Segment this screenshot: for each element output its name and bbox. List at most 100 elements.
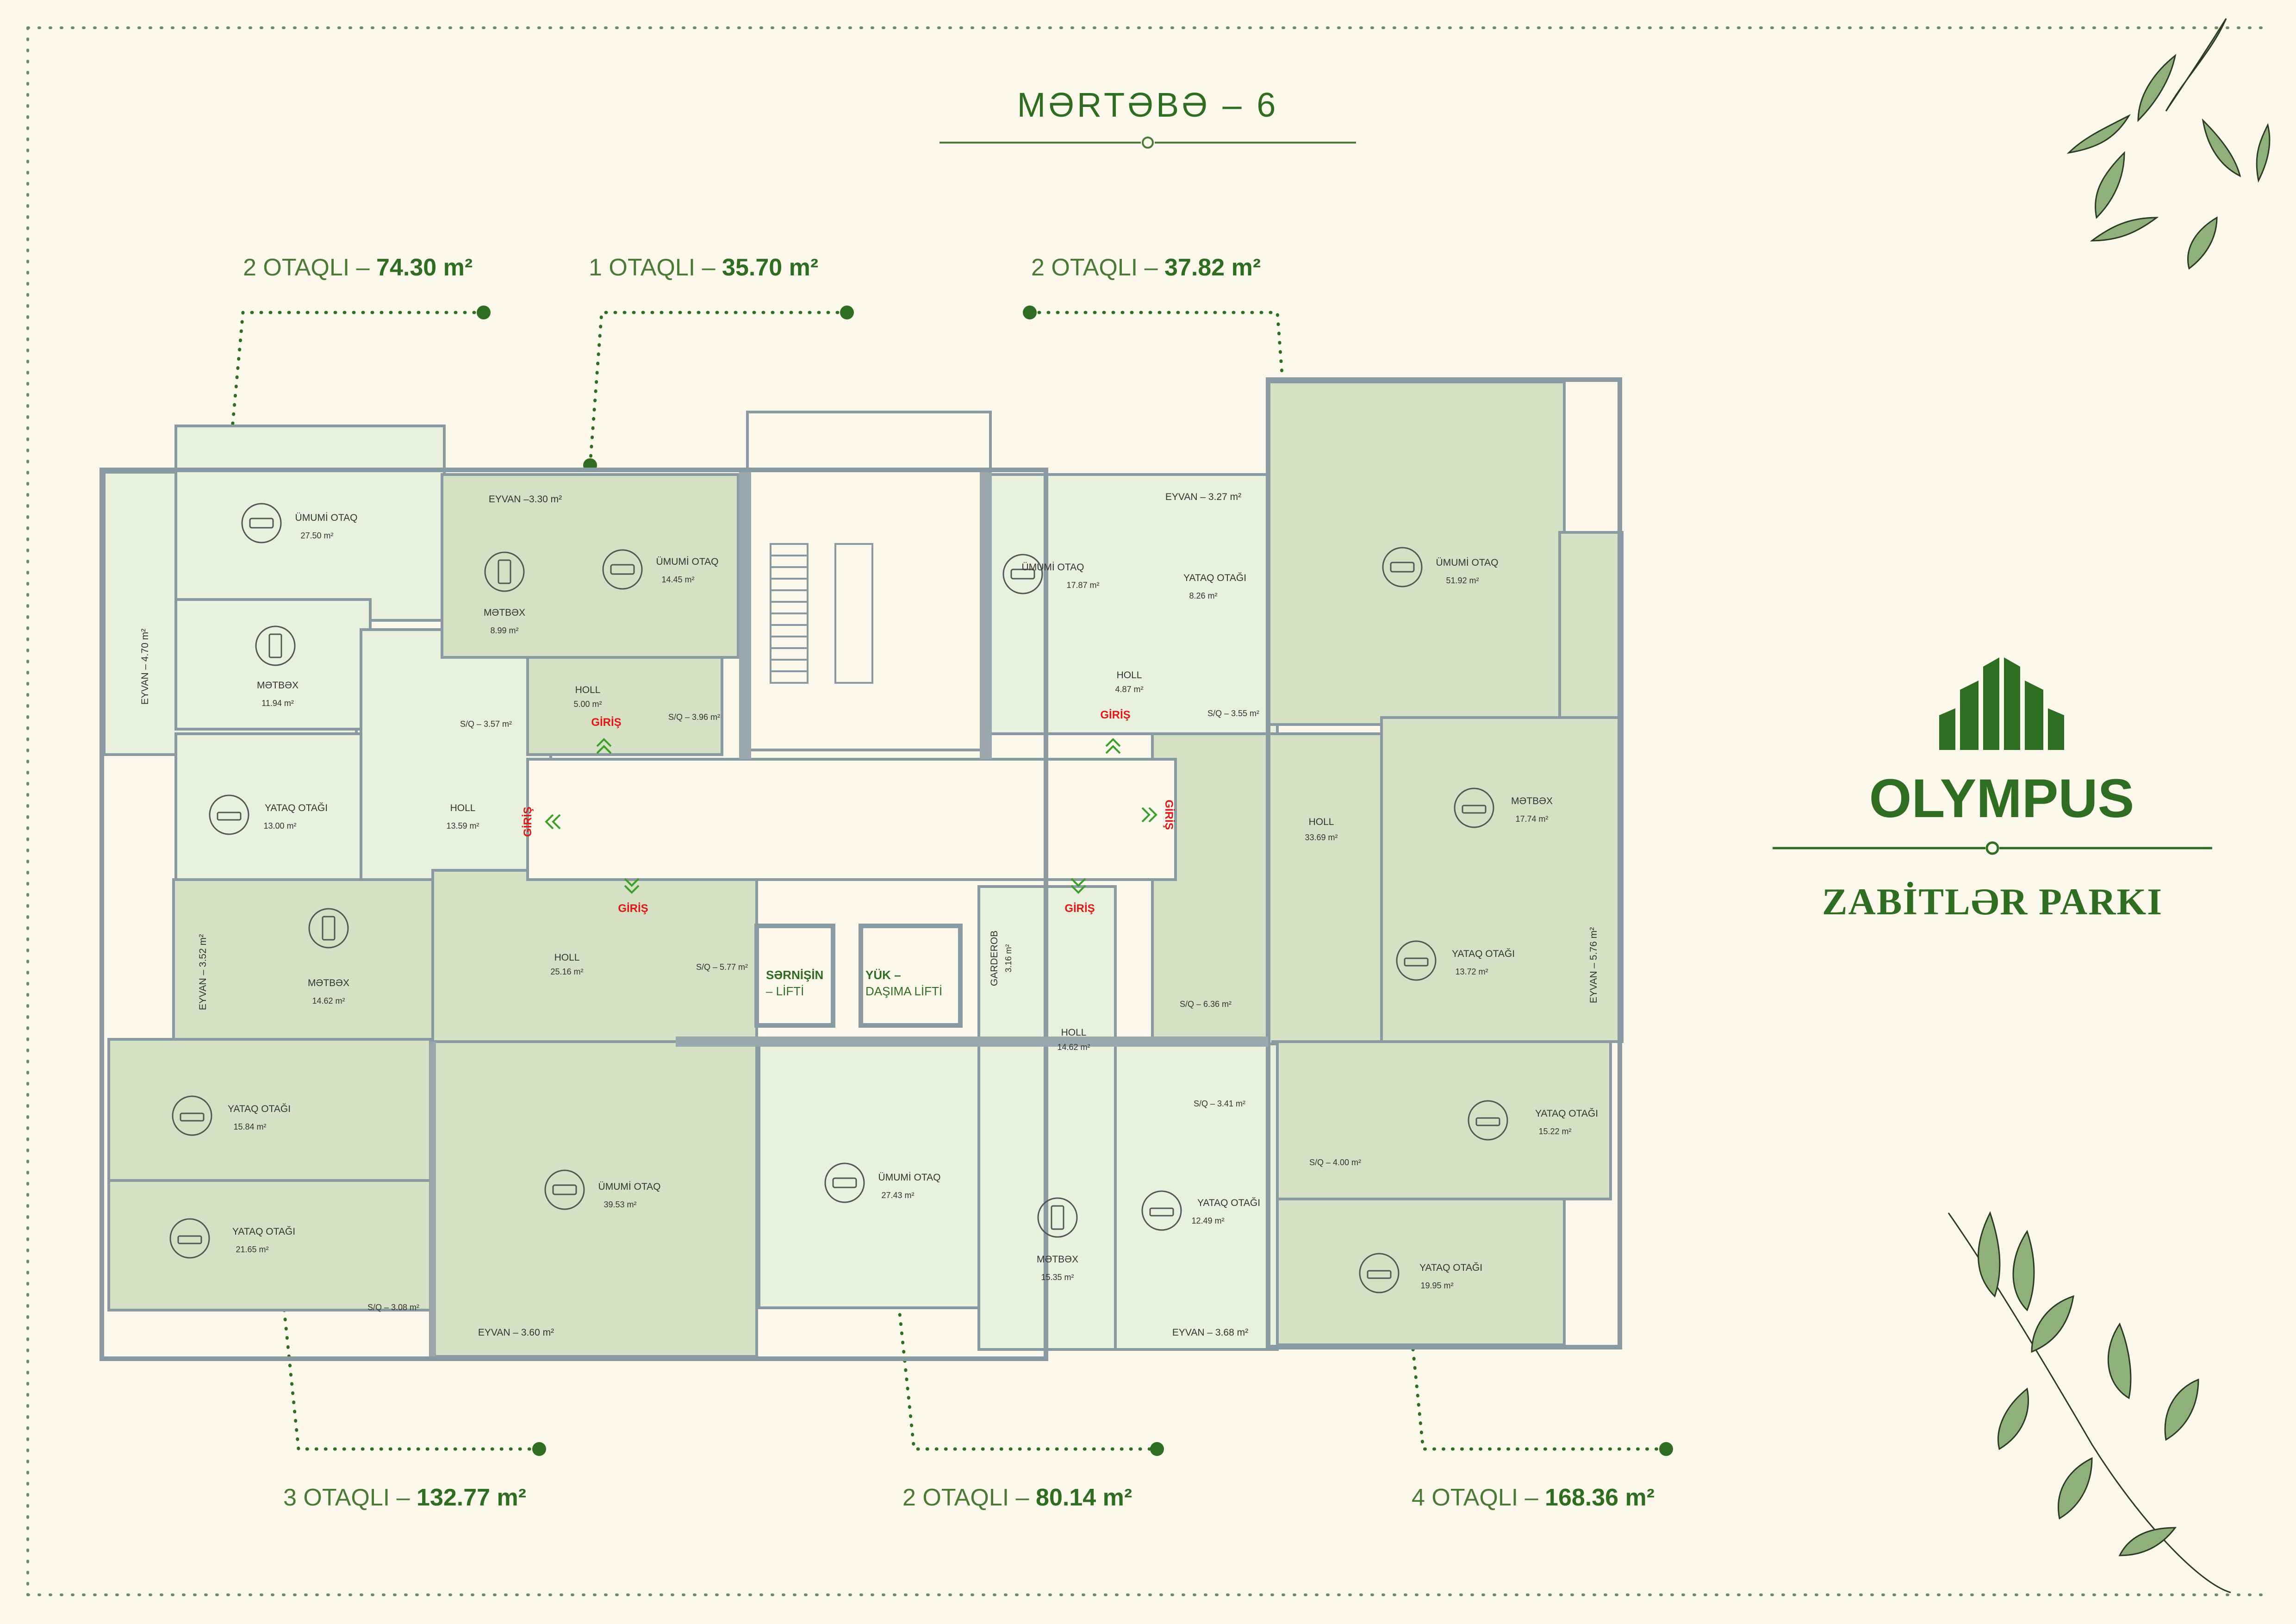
room-name: YATAQ OTAĞI <box>1183 573 1246 583</box>
room-name: ÜMUMİ OTAQ <box>1022 562 1084 573</box>
leaf-decoration-bottom <box>1948 1211 2231 1593</box>
brand-name: OLYMPUS <box>1869 768 2134 829</box>
room-name: EYVAN –3.30 m² <box>489 494 562 505</box>
room-name: S/Q – 3.96 m² <box>668 712 720 722</box>
bed-icon <box>169 1218 210 1259</box>
plan-rooms <box>103 381 1624 1358</box>
room-area: 17.87 m² <box>1066 581 1099 590</box>
room-name: ÜMUMİ OTAQ <box>1436 557 1499 568</box>
leaf-decoration-top <box>2066 18 2271 270</box>
title-underline <box>940 137 1356 149</box>
apartment-label-3: 2 OTAQLI – 37.82 m² <box>1031 254 1261 281</box>
room-area: 8.99 m² <box>490 626 518 635</box>
sofa-icon <box>544 1169 585 1210</box>
apartment-label-2: 1 OTAQLI – 35.70 m² <box>589 254 818 281</box>
room-name: EYVAN – 4.70 m² <box>140 629 150 705</box>
passenger-lift-label-2: – LİFTİ <box>766 984 804 998</box>
room-area: 5.00 m² <box>573 700 602 709</box>
room-name: S/Q – 6.36 m² <box>1180 999 1232 1009</box>
olympus-logo-icon <box>1939 657 2064 750</box>
room-name: EYVAN – 3.68 m² <box>1172 1327 1248 1338</box>
apartment-label-5: 2 OTAQLI – 80.14 m² <box>902 1484 1132 1511</box>
room-name: EYVAN – 5.76 m² <box>1588 927 1599 1003</box>
room-name: HOLL <box>1117 670 1142 681</box>
plan-walls <box>100 377 1622 1361</box>
room-name: S/Q – 3.41 m² <box>1194 1099 1245 1108</box>
room-area: 13.59 m² <box>446 821 479 831</box>
room-area: 51.92 m² <box>1446 576 1479 585</box>
room-name: MƏTBƏX <box>484 607 525 618</box>
fridge-icon <box>1037 1197 1078 1238</box>
sofa-icon <box>602 549 643 590</box>
room-name: GARDEROB <box>989 931 1000 986</box>
room-name: ÜMUMİ OTAQ <box>295 512 358 523</box>
sofa-icon <box>241 503 282 543</box>
room-name: YATAQ OTAĞI <box>228 1104 291 1114</box>
room-name: MƏTBƏX <box>1511 796 1553 806</box>
project-name: ZABİTLƏR PARKI <box>1822 881 2163 923</box>
bed-icon <box>1396 940 1437 981</box>
room-name: YATAQ OTAĞI <box>232 1226 295 1237</box>
room-area: 15.84 m² <box>233 1122 266 1131</box>
room-name: S/Q – 4.00 m² <box>1309 1158 1361 1167</box>
room-area: 14.62 m² <box>312 996 345 1006</box>
room-name: HOLL <box>554 952 580 963</box>
apartment-label-6: 4 OTAQLI – 168.36 m² <box>1412 1484 1655 1511</box>
entrance-label: GİRİŞ <box>522 806 534 837</box>
room-name: HOLL <box>1061 1027 1087 1038</box>
entrance-labels: GİRİŞ GİRİŞ GİRİŞ GİRİŞ GİRİŞ GİRİŞ <box>522 709 1175 915</box>
room-area: 4.87 m² <box>1115 685 1143 694</box>
room-area: 12.49 m² <box>1191 1216 1224 1225</box>
entrance-label: GİRİŞ <box>618 902 648 915</box>
freight-lift-label-2: DAŞIMA LİFTİ <box>865 984 942 998</box>
room-area: 3.16 m² <box>1004 944 1013 972</box>
fridge-icon <box>484 551 525 592</box>
room-area: 15.22 m² <box>1538 1127 1571 1136</box>
room-name: EYVAN – 3.52 m² <box>198 934 208 1010</box>
entrance-arrows <box>545 738 1157 894</box>
room-name: MƏTBƏX <box>257 680 299 691</box>
entrance-label: GİRİŞ <box>1064 902 1095 915</box>
bed-icon <box>209 794 249 835</box>
room-name: S/Q – 5.77 m² <box>696 962 748 972</box>
room-area: 19.95 m² <box>1420 1281 1453 1290</box>
entrance-label: GİRİŞ <box>591 716 621 729</box>
room-area: 27.50 m² <box>300 531 333 540</box>
room-name: S/Q – 3.55 m² <box>1207 709 1259 718</box>
room-area: 17.74 m² <box>1515 814 1548 824</box>
brand-divider <box>1773 841 2212 855</box>
room-name: EYVAN – 3.27 m² <box>1165 492 1241 502</box>
room-name: YATAQ OTAĞI <box>1419 1262 1482 1273</box>
entrance-label: GİRİŞ <box>1163 800 1175 830</box>
room-labels: ÜMUMİ OTAQ 27.50 m² MƏTBƏX 11.94 m² YATAQ … <box>140 492 1599 1338</box>
room-area: 27.43 m² <box>881 1191 914 1200</box>
room-name: HOLL <box>575 685 601 695</box>
room-area: 11.94 m² <box>261 699 294 708</box>
room-name: HOLL <box>1309 817 1334 827</box>
page-border <box>26 26 2269 1596</box>
leader-lines <box>227 311 1668 1451</box>
room-area: 25.16 m² <box>550 967 583 976</box>
room-name: HOLL <box>450 803 476 813</box>
room-name: YATAQ OTAĞI <box>1535 1108 1598 1119</box>
bed-icon <box>1359 1253 1400 1293</box>
bed-icon <box>1468 1100 1508 1141</box>
fridge-icon <box>255 625 296 666</box>
freight-lift-label-1: YÜK – <box>865 968 901 982</box>
room-name: ÜMUMİ OTAQ <box>598 1181 661 1192</box>
floor-title: MƏRTƏBƏ – 6 <box>1017 86 1279 124</box>
room-area: 39.53 m² <box>604 1200 636 1209</box>
bed-icon <box>172 1095 212 1136</box>
room-area: 15.35 m² <box>1041 1273 1074 1282</box>
room-area: 13.72 m² <box>1455 967 1488 976</box>
entrance-label: GİRİŞ <box>1100 709 1130 721</box>
bed-icon <box>1141 1190 1182 1231</box>
room-area: 21.65 m² <box>236 1245 268 1254</box>
staircase <box>770 543 873 684</box>
room-name: MƏTBƏX <box>1037 1254 1078 1265</box>
room-name: S/Q – 3.57 m² <box>460 719 512 729</box>
room-icons <box>169 503 1508 1293</box>
bed-icon <box>1454 787 1494 828</box>
room-name: YATAQ OTAĞI <box>1452 949 1515 959</box>
room-area: 8.26 m² <box>1189 591 1217 600</box>
